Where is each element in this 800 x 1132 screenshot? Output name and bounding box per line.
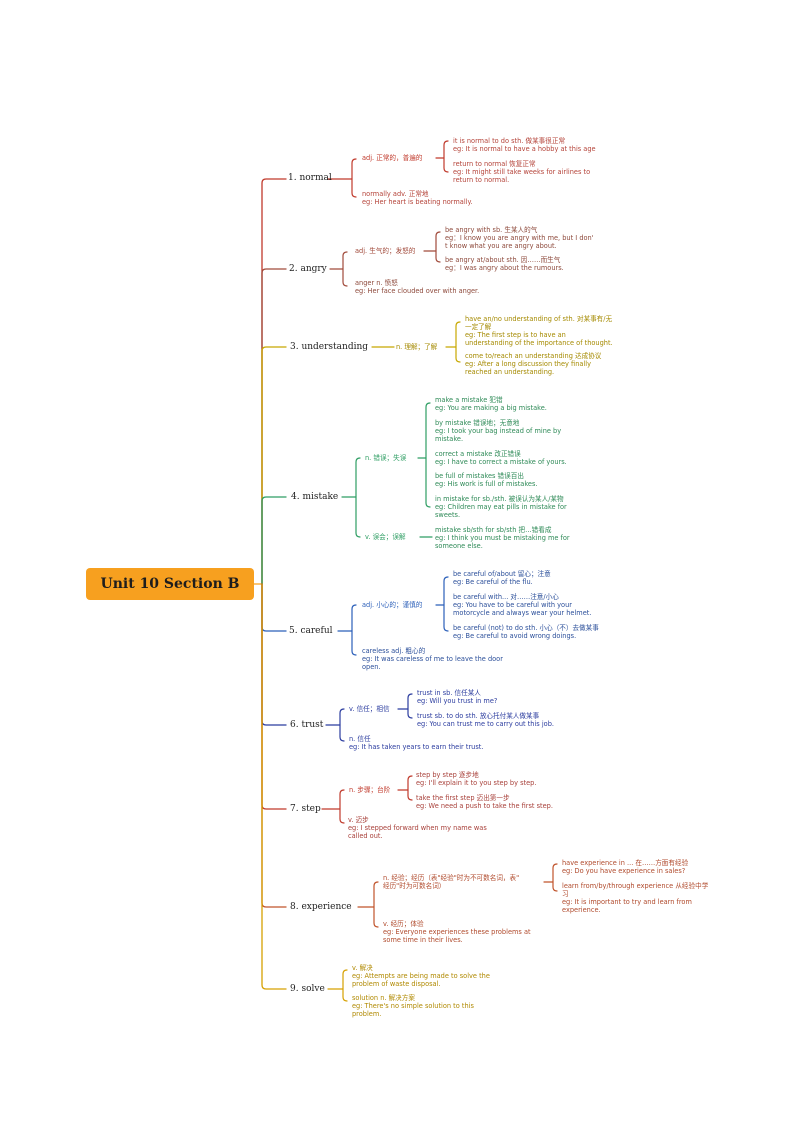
experience-pos: n. 经验；经历（表"经验"时为不可数名词，表" 经历"时为可数名词） <box>383 874 520 890</box>
experience-bracket <box>373 881 379 928</box>
understanding-leaf-1: have an/no understanding of sth. 对某事有/无 … <box>465 315 613 347</box>
careful-leaf-2: be careful with... 对……注意/小心 eg: You have… <box>453 593 592 617</box>
trunk-line-step <box>261 583 287 810</box>
angry-leaf-bracket <box>435 231 441 263</box>
solve-note-1: v. 解决 eg: Attempts are being made to sol… <box>352 964 490 988</box>
step-note: v. 迈步 eg: I stepped forward when my name… <box>348 816 487 840</box>
careful-leaf-1: be careful of/about 留心；注意 eg: Be careful… <box>453 570 551 586</box>
solve-note-2: solution n. 解决方案 eg: There's no simple s… <box>352 994 474 1018</box>
trunk-line-trust <box>261 583 287 726</box>
understanding-leaf-2: come to/reach an understanding 达成协议 eg: … <box>465 352 602 376</box>
branch-normal[interactable]: 1. normal <box>288 173 332 183</box>
mistake-pos-verb: v. 误会；误解 <box>365 533 406 541</box>
normal-leaf-bracket <box>443 140 449 173</box>
understanding-leaf-bracket <box>455 321 461 363</box>
trust-leaf-2: trust sb. to do sth. 放心托付某人做某事 eg: You c… <box>417 712 554 728</box>
mistake-leaf-1: make a mistake 犯错 eg: You are making a b… <box>435 396 547 412</box>
branch-mistake[interactable]: 4. mistake <box>291 492 339 502</box>
branch-trust[interactable]: 6. trust <box>290 720 324 730</box>
step-leaf-bracket <box>407 775 413 801</box>
experience-note: v. 经历；体验 eg: Everyone experiences these … <box>383 920 531 944</box>
trust-pos: v. 信任；相信 <box>349 705 390 713</box>
branch-angry[interactable]: 2. angry <box>289 264 327 274</box>
careful-pos: adj. 小心的；谨慎的 <box>362 601 423 609</box>
angry-leaf-2: be angry at/about sth. 因……而生气 eg：I was a… <box>445 256 564 272</box>
step-bracket <box>339 789 345 824</box>
branch-step[interactable]: 7. step <box>290 804 321 814</box>
normal-bracket <box>351 158 357 198</box>
step-pos: n. 步骤；台阶 <box>349 786 391 794</box>
trunk-line-experience <box>261 583 287 908</box>
trunk-line-understanding <box>261 346 287 585</box>
branch-understanding[interactable]: 3. understanding <box>290 342 369 352</box>
step-leaf-1: step by step 逐步地 eg: I'll explain it to … <box>416 771 537 787</box>
normal-note: normally adv. 正常地 eg: Her heart is beati… <box>362 190 473 206</box>
normal-pos: adj. 正常的，普遍的 <box>362 154 423 162</box>
normal-leaf-2: return to normal 恢复正常 eg: It might still… <box>453 160 591 184</box>
careful-note: careless adj. 粗心的 eg: It was careless of… <box>362 647 503 671</box>
trunk-line-solve <box>261 583 287 990</box>
careful-bracket <box>351 604 357 656</box>
mistake-pos-noun: n. 错误；失误 <box>365 454 407 462</box>
angry-pos: adj. 生气的；发怒的 <box>355 247 416 255</box>
mistake-leaf-6: mistake sb/sth for sb/sth 把…错看成 eg: I th… <box>435 526 570 550</box>
understanding-pos: n. 理解；了解 <box>396 343 438 351</box>
branch-solve[interactable]: 9. solve <box>290 984 325 994</box>
normal-leaf-1: it is normal to do sth. 做某事很正常 eg: It is… <box>453 137 596 153</box>
branch-careful[interactable]: 5. careful <box>289 626 333 636</box>
angry-note: anger n. 愤怒 eg: Her face clouded over wi… <box>355 279 480 295</box>
trunk-line-mistake <box>261 496 287 585</box>
trust-note: n. 信任 eg: It has taken years to earn the… <box>349 735 484 751</box>
mistake-leaf-4: be full of mistakes 错误百出 eg: His work is… <box>435 472 538 488</box>
careful-leaf-3: be careful (not) to do sth. 小心（不）去做某事 eg… <box>453 624 599 640</box>
experience-leaf-1: have experience in ... 在……方面有经验 eg: Do y… <box>562 859 689 875</box>
trunk-line-angry <box>261 268 287 585</box>
mistake-leaf-5: in mistake for sb./sth. 被误认为某人/某物 eg: Ch… <box>435 495 567 519</box>
trust-leaf-1: trust in sb. 信任某人 eg: Will you trust in … <box>417 689 498 705</box>
experience-leaf-2: learn from/by/through experience 从经验中学 习… <box>562 882 709 914</box>
angry-leaf-1: be angry with sb. 生某人的气 eg：I know you ar… <box>445 226 594 250</box>
step-leaf-2: take the first step 迈出第一步 eg: We need a … <box>416 794 553 810</box>
experience-leaf-bracket <box>552 863 558 892</box>
trunk-line-normal <box>261 178 287 585</box>
trunk-line-careful <box>261 583 287 632</box>
solve-bracket <box>342 969 348 1002</box>
mistake-leaf-2: by mistake 错误地；无意地 eg: I took your bag i… <box>435 419 562 443</box>
careful-leaf-bracket <box>443 576 449 632</box>
mistake-leaf-3: correct a mistake 改正错误 eg: I have to cor… <box>435 450 567 466</box>
trust-leaf-bracket <box>407 693 413 719</box>
mistake-leaf-bracket <box>425 402 431 508</box>
branch-experience[interactable]: 8. experience <box>290 902 352 912</box>
mistake-bracket <box>355 457 361 538</box>
root-topic[interactable]: Unit 10 Section B <box>86 568 254 600</box>
